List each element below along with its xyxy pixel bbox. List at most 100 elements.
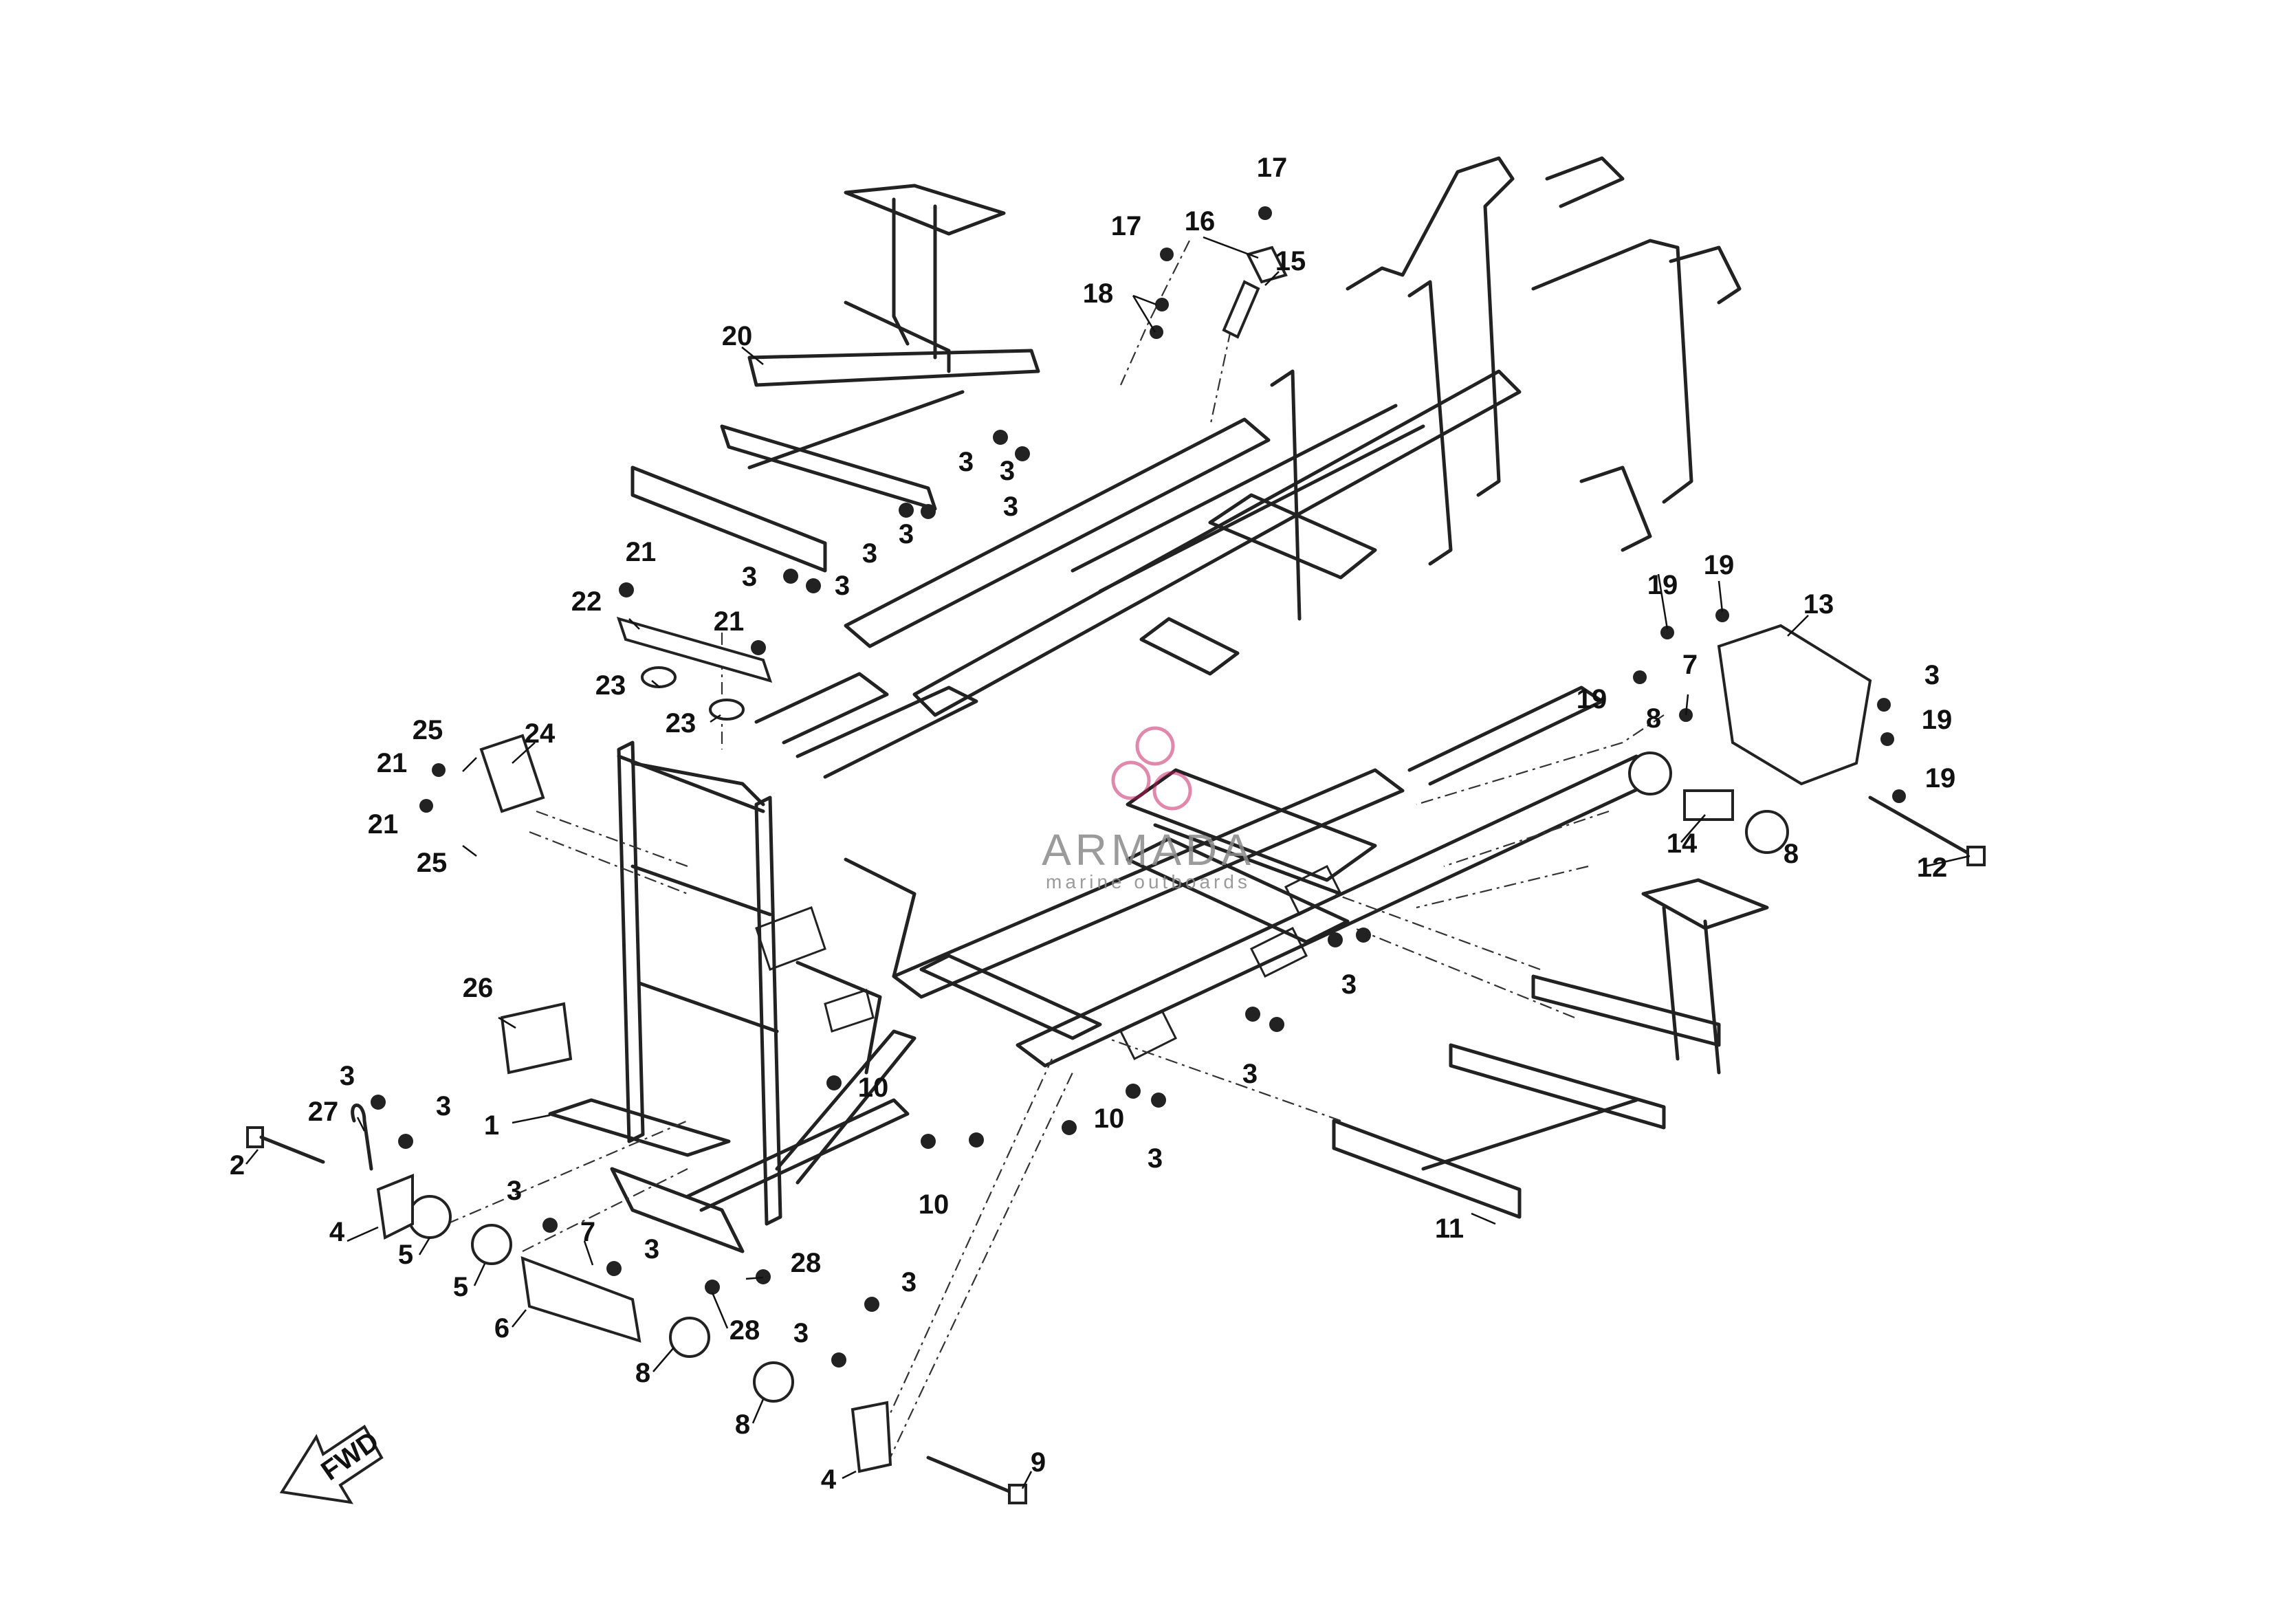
bracket-part-26 (500, 1002, 573, 1075)
callout-label: 11 (1435, 1214, 1464, 1244)
bracket-part-15 (1222, 280, 1260, 339)
nut-icon (1356, 928, 1371, 943)
nut-icon (751, 640, 766, 655)
callout-label: 6 (494, 1313, 509, 1343)
callout-label: 19 (1925, 763, 1956, 793)
nut-icon (542, 1218, 558, 1233)
callout-label: 8 (1784, 839, 1799, 869)
nut-icon (826, 1075, 842, 1090)
callout-labels: 1 2 3 3 3 3 3 3 3 3 3 3 3 3 3 3 3 3 3 4 … (230, 153, 1955, 1495)
nut-icon (921, 1134, 936, 1149)
callout-label: 3 (1148, 1143, 1163, 1174)
exploded-view-lines (446, 240, 1665, 1465)
bracket-part-22 (616, 617, 773, 683)
callout-label: 18 (1083, 278, 1114, 309)
mount-bracket-part-13 (1717, 624, 1872, 786)
callout-label: 1 (484, 1110, 499, 1141)
callout-label: 3 (1924, 660, 1940, 690)
nut-icon (969, 1132, 984, 1148)
callout-label: 8 (735, 1409, 750, 1440)
nut-icon (1160, 248, 1174, 261)
nut-icon (1715, 608, 1729, 622)
nut-icon (831, 1352, 846, 1368)
callout-label: 4 (329, 1217, 345, 1247)
callout-label: 27 (308, 1097, 339, 1127)
callout-label: 19 (1922, 705, 1953, 735)
grommet-part-23a (641, 666, 677, 688)
callout-label: 3 (1000, 456, 1015, 486)
nut-icon (1269, 1017, 1284, 1032)
nut-icon (1126, 1084, 1141, 1099)
nut-icon (619, 582, 634, 597)
nut-icon (432, 763, 446, 777)
callout-label: 3 (793, 1318, 809, 1348)
nut-icon (806, 578, 821, 593)
watermark-logo-icon (1111, 726, 1192, 811)
callout-label: 3 (742, 562, 757, 592)
nut-icon (398, 1134, 413, 1149)
callout-label: 7 (580, 1217, 595, 1247)
callout-label: 3 (436, 1091, 451, 1121)
callout-label: 28 (729, 1315, 760, 1346)
callout-label: 3 (507, 1176, 522, 1206)
nut-icon (756, 1269, 771, 1284)
watermark-brand: ARMADA (1042, 825, 1255, 875)
callout-label: 17 (1111, 211, 1142, 241)
callout-label: 15 (1275, 246, 1306, 276)
callout-label: 5 (398, 1240, 413, 1270)
mount-bracket-part-4a (376, 1174, 414, 1240)
callout-label: 3 (1242, 1059, 1258, 1089)
bracket-part-24 (479, 734, 545, 813)
bushing-part-8d (1745, 810, 1789, 854)
bushing-part-5b (471, 1224, 512, 1265)
callout-label: 19 (1647, 570, 1678, 600)
nut-icon (1328, 932, 1343, 947)
nut-icon (921, 504, 936, 519)
callout-label: 21 (368, 809, 399, 840)
front-rack-assembly (630, 184, 1040, 573)
callout-label: 21 (714, 606, 745, 637)
callout-label: 3 (1341, 969, 1357, 1000)
nut-icon (1660, 626, 1674, 639)
grommet-part-23b (709, 699, 745, 721)
callout-label: 10 (1094, 1104, 1125, 1134)
callout-label: 3 (958, 447, 974, 477)
callout-label: 3 (835, 571, 850, 601)
callout-label: 23 (666, 708, 696, 738)
callout-label: 9 (1031, 1447, 1046, 1478)
callout-label: 3 (899, 519, 914, 549)
callout-label: 3 (1003, 492, 1018, 522)
mount-bracket-part-6 (520, 1255, 641, 1343)
callout-label: 21 (377, 748, 408, 778)
callout-label: 19 (1704, 550, 1735, 580)
nut-icon (1062, 1120, 1077, 1135)
bolt-part-2 (246, 1126, 325, 1164)
nut-icon (864, 1297, 879, 1312)
nut-icon (419, 799, 433, 813)
mount-bracket-part-4b (851, 1401, 892, 1473)
callout-label: 17 (1257, 153, 1288, 183)
callout-label: 3 (340, 1061, 355, 1091)
bushing-part-5a (408, 1195, 452, 1239)
callout-label: 12 (1917, 853, 1948, 883)
bushing-part-8a (669, 1317, 710, 1358)
nut-icon (1155, 298, 1169, 311)
callout-label: 5 (453, 1272, 468, 1302)
nut-icon (1151, 1093, 1166, 1108)
bushing-part-8b (753, 1361, 794, 1403)
callout-label: 20 (722, 321, 753, 351)
bushing-part-8c (1628, 751, 1672, 795)
callout-label: 13 (1803, 589, 1834, 619)
spacer-part-14 (1683, 789, 1734, 821)
nut-icon (371, 1095, 386, 1110)
nut-icon (705, 1280, 720, 1295)
nut-icon (1633, 670, 1647, 684)
callout-label: 26 (463, 973, 494, 1003)
clip-part-27 (351, 1104, 373, 1171)
nut-icon (993, 430, 1008, 445)
bolt-part-12 (1868, 795, 1986, 866)
callout-label: 8 (1646, 703, 1661, 734)
callout-label: 2 (230, 1150, 245, 1181)
callout-label: 25 (417, 848, 448, 878)
